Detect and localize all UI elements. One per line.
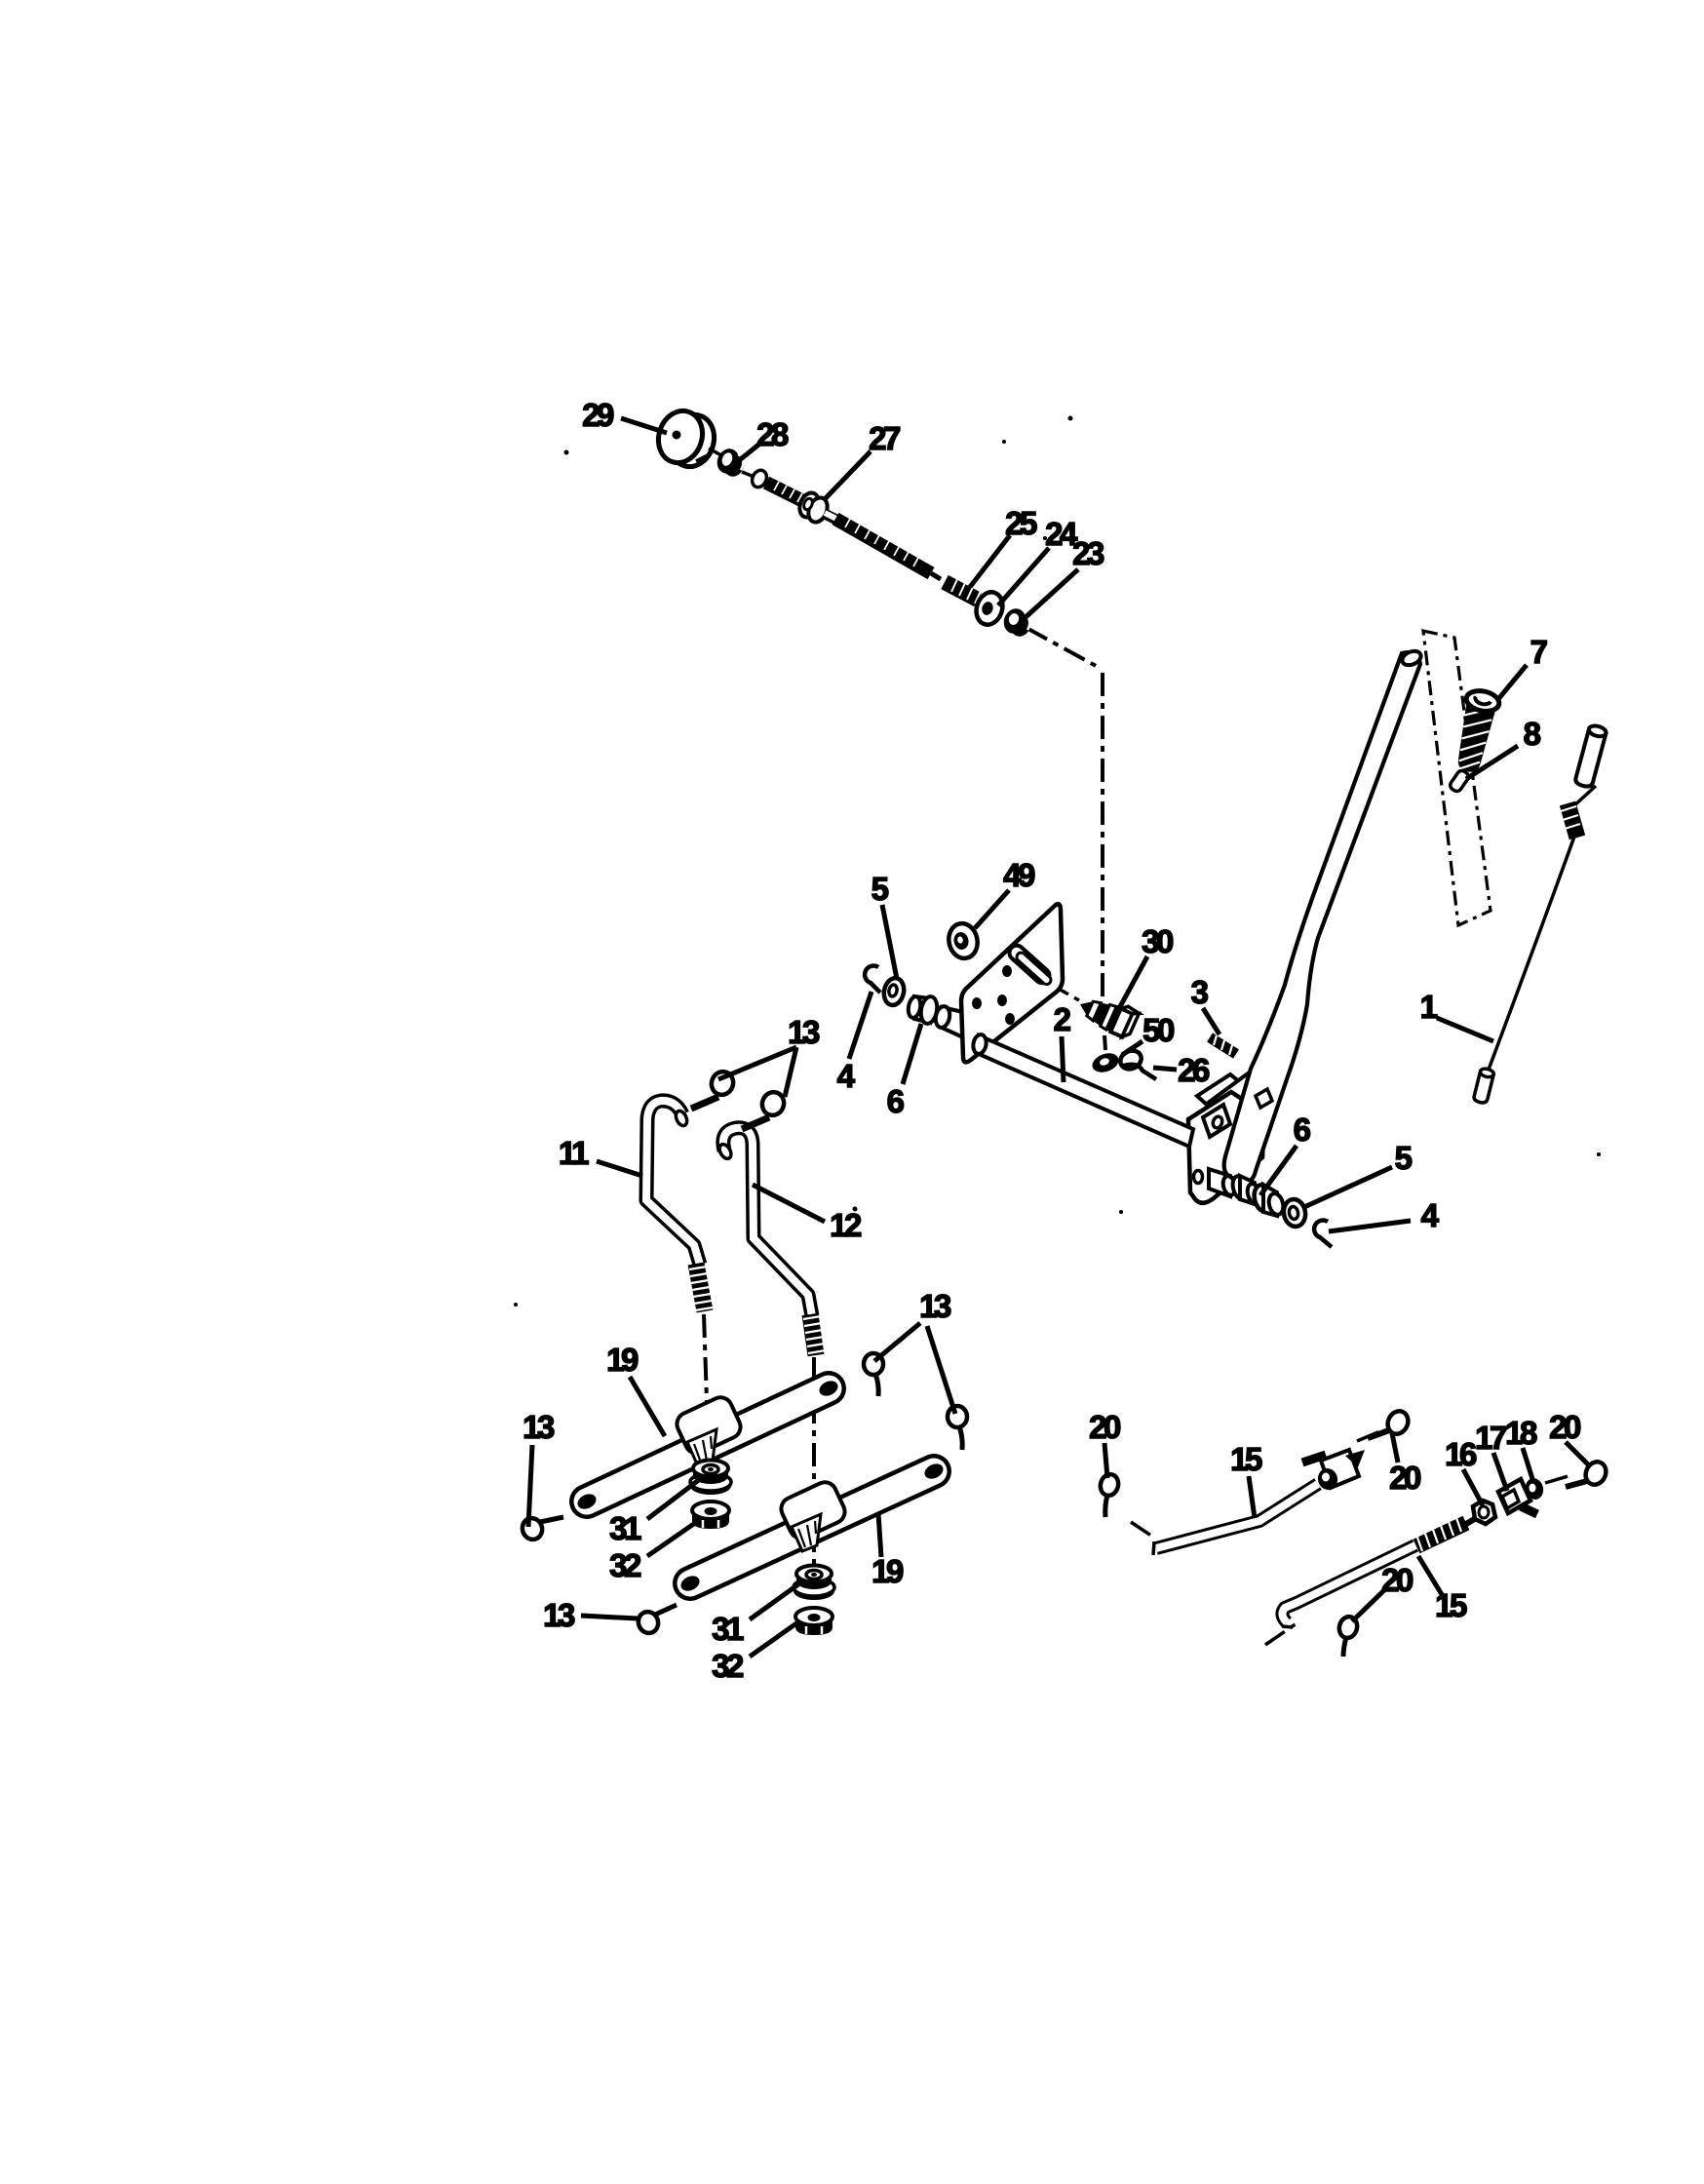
svg-text:17: 17 [1475, 1420, 1506, 1456]
svg-text:26: 26 [1178, 1052, 1210, 1088]
svg-text:20: 20 [1089, 1409, 1120, 1445]
svg-text:11: 11 [559, 1135, 589, 1171]
svg-text:12: 12 [830, 1207, 862, 1243]
svg-text:27: 27 [869, 420, 900, 456]
svg-text:7: 7 [1530, 634, 1547, 670]
svg-text:30: 30 [1142, 923, 1173, 959]
svg-text:50: 50 [1142, 1012, 1174, 1048]
svg-text:20: 20 [1389, 1460, 1420, 1496]
svg-text:13: 13 [543, 1597, 575, 1633]
svg-text:13: 13 [788, 1014, 820, 1050]
svg-text:32: 32 [609, 1547, 641, 1583]
svg-text:25: 25 [1005, 505, 1037, 541]
svg-text:15: 15 [1230, 1441, 1262, 1477]
svg-text:31: 31 [712, 1611, 744, 1647]
svg-text:16: 16 [1445, 1436, 1477, 1472]
svg-text:31: 31 [609, 1510, 641, 1546]
svg-text:19: 19 [871, 1553, 904, 1589]
svg-text:13: 13 [919, 1288, 951, 1324]
svg-text:23: 23 [1072, 535, 1104, 571]
svg-text:32: 32 [712, 1648, 744, 1684]
svg-text:20: 20 [1381, 1562, 1413, 1598]
svg-text:19: 19 [606, 1342, 639, 1378]
svg-text:20: 20 [1549, 1409, 1580, 1445]
svg-text:29: 29 [582, 397, 614, 433]
svg-text:13: 13 [523, 1409, 555, 1445]
svg-text:28: 28 [756, 416, 789, 452]
svg-text:18: 18 [1505, 1415, 1537, 1451]
svg-text:15: 15 [1435, 1587, 1467, 1623]
svg-text:49: 49 [1003, 857, 1035, 893]
